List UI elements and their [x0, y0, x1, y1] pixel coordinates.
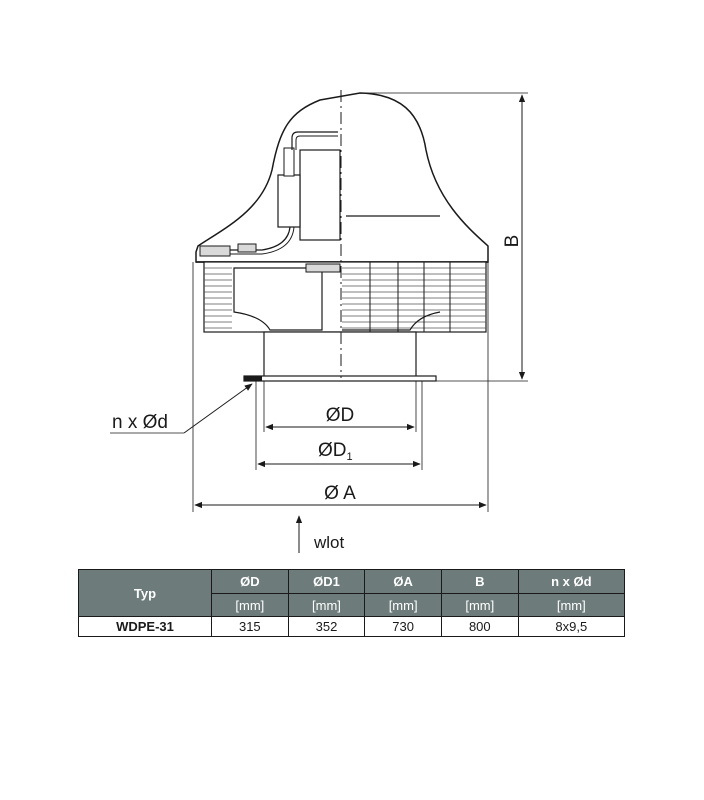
dim-d1-label: ØD1 — [318, 440, 353, 463]
dim-nd-label: n x Ød — [112, 412, 168, 433]
motor-housing — [299, 149, 341, 241]
unit-b: [mm] — [440, 593, 519, 617]
unit-nd: [mm] — [517, 593, 626, 617]
table-header-row: Typ ØD ØD1 ØA B n x Ød — [78, 569, 626, 617]
value-nd: 8x9,5 — [517, 616, 626, 637]
fan-technical-drawing: B ØD ØD1 Ø A n x Ød wlot — [110, 90, 528, 553]
value-d: 315 — [211, 616, 289, 637]
dim-a-label: Ø A — [324, 483, 356, 504]
header-a: ØA — [364, 569, 442, 594]
inlet-neck — [263, 331, 417, 379]
header-typ: Typ — [78, 569, 212, 617]
header-d: ØD — [211, 569, 289, 594]
unit-d: [mm] — [211, 593, 289, 617]
dim-b-label: B — [502, 235, 523, 248]
dim-d-label: ØD — [326, 405, 355, 426]
unit-a: [mm] — [364, 593, 442, 617]
header-d1: ØD1 — [287, 569, 366, 594]
value-d1: 352 — [287, 616, 366, 637]
unit-d1: [mm] — [287, 593, 366, 617]
table-row: WDPE-31 315 352 730 800 8x9,5 — [78, 616, 626, 637]
value-a: 730 — [364, 616, 442, 637]
spec-table: Typ ØD ØD1 ØA B n x Ød [mm] [mm] [mm] [m… — [78, 569, 626, 637]
dim-d1-subscript: 1 — [347, 451, 353, 463]
model-name: WDPE-31 — [78, 616, 212, 637]
fan-hood — [195, 92, 489, 263]
header-b: B — [440, 569, 519, 594]
inlet-label: wlot — [313, 533, 345, 552]
header-nd: n x Ød — [517, 569, 626, 594]
dim-nd-leader — [183, 383, 253, 434]
base-flange — [243, 375, 437, 382]
value-b: 800 — [440, 616, 519, 637]
table-unit-row: [mm] [mm] [mm] [mm] [mm] — [79, 593, 626, 617]
